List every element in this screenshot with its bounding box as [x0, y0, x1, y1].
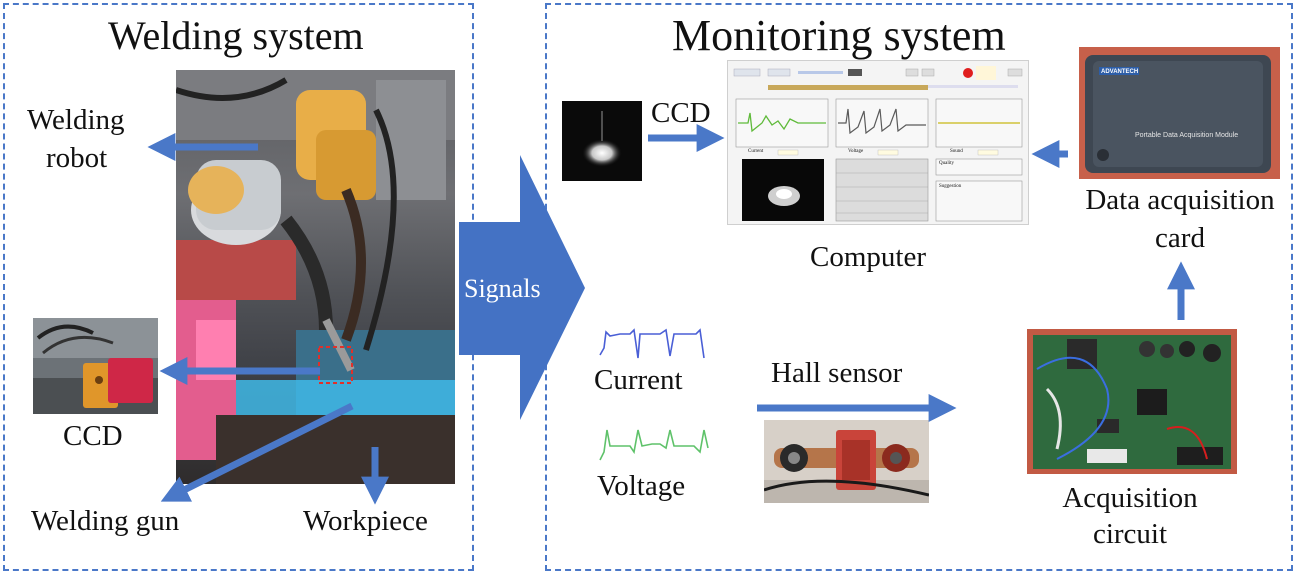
acquisition-circuit-photo [1027, 329, 1237, 474]
welding-gun-label: Welding gun [31, 505, 180, 537]
software-suggestion-label: Suggestion [939, 184, 962, 189]
software-sound-label: Sound [950, 149, 963, 154]
computer-software-screenshot: Current Voltage Sound Quality Suggestion [727, 60, 1029, 225]
computer-label: Computer [810, 241, 926, 273]
welding-system-title: Welding system [108, 13, 364, 58]
welding-robot-label-line2: robot [46, 142, 108, 174]
welding-robot-label-line1: Welding [27, 104, 125, 136]
voltage-label: Voltage [597, 470, 686, 502]
current-label: Current [594, 364, 683, 396]
software-quality-label: Quality [939, 161, 954, 166]
weld-pool-image [562, 101, 642, 181]
daq-brand-text: ADVANTECH [1101, 69, 1139, 75]
monitoring-system-title: Monitoring system [672, 11, 1006, 60]
welding-robot-photo [176, 70, 455, 484]
acquisition-circuit-label-line1: Acquisition [1062, 482, 1198, 514]
daq-label-line1: Data acquisition [1085, 184, 1275, 216]
hall-sensor-photo [764, 420, 929, 503]
software-current-label: Current [748, 149, 764, 154]
software-voltage-label: Voltage [848, 149, 864, 154]
monitoring-ccd-label: CCD [651, 97, 711, 129]
data-acquisition-card-photo: ADVANTECH Portable Data Acquisition Modu… [1079, 47, 1280, 179]
signals-label: Signals [464, 274, 541, 303]
acquisition-circuit-label-line2: circuit [1092, 518, 1168, 550]
workpiece-label: Workpiece [303, 505, 428, 537]
daq-title-text: Portable Data Acquisition Module [1135, 132, 1239, 139]
ccd-label: CCD [63, 420, 123, 452]
hall-sensor-label: Hall sensor [771, 357, 903, 389]
ccd-camera-photo [33, 318, 158, 414]
daq-label-line2: card [1155, 222, 1205, 254]
